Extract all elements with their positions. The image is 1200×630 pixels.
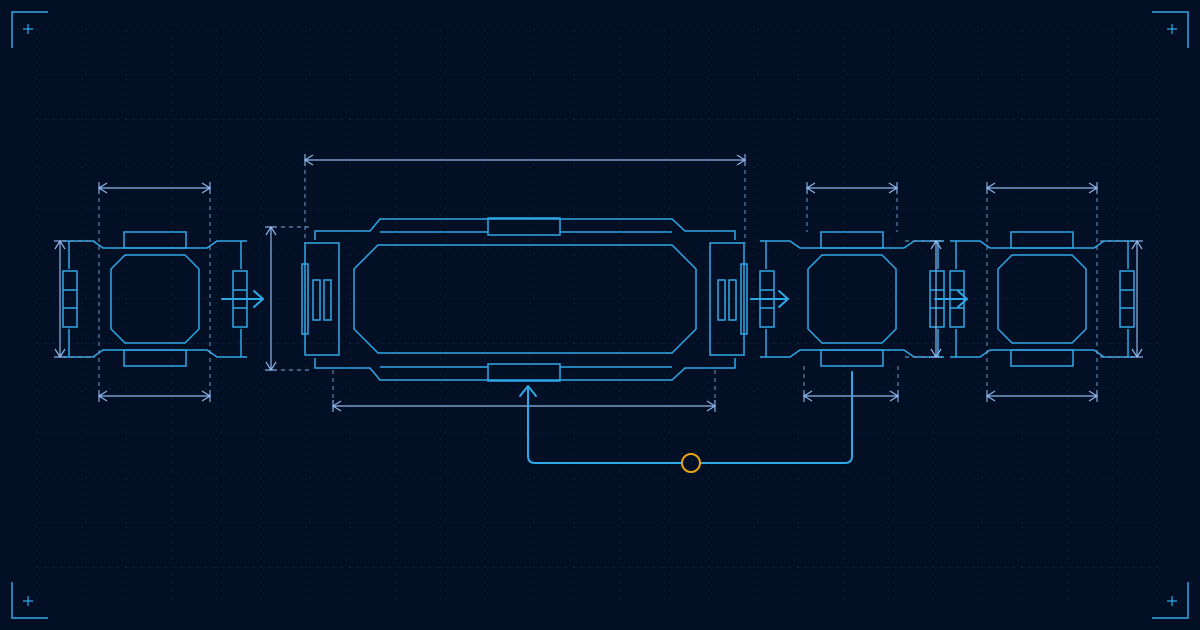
side-connector (62, 270, 78, 328)
bottom-connector (123, 349, 187, 367)
corner-bracket-icon (1152, 582, 1189, 619)
flow-layer (221, 290, 968, 473)
background-grid (36, 29, 1165, 600)
dimension-layer (54, 154, 1143, 412)
corner-frame (11, 11, 1189, 619)
bottom-connector (820, 349, 884, 367)
plus-icon (23, 596, 33, 606)
arrowhead-icon (253, 290, 264, 308)
outer-frame-rails (63, 240, 247, 358)
module-a (62, 231, 248, 367)
inner-capsule (353, 244, 697, 354)
ring-marker-icon (681, 453, 701, 473)
end-cap-frame (304, 242, 340, 356)
arrowhead-icon (957, 290, 968, 308)
corner-bracket-icon (11, 11, 48, 48)
modules-layer (62, 217, 1135, 382)
top-connector (123, 231, 187, 249)
outer-frame-sides (765, 241, 939, 357)
inner-octagon (997, 254, 1087, 344)
corner-bracket-icon (11, 582, 48, 619)
inner-octagon (110, 254, 200, 344)
top-connector (820, 231, 884, 249)
outer-frame-sides (955, 241, 1129, 357)
end-cap-slot (717, 279, 726, 321)
end-cap-edge (301, 263, 309, 335)
outer-frame-sides (68, 241, 242, 357)
top-connector (1010, 231, 1074, 249)
end-cap-slot (323, 279, 332, 321)
module-d (949, 231, 1135, 367)
top-connector (487, 217, 561, 236)
side-connector (1119, 270, 1135, 328)
end-cap-edge (740, 263, 748, 335)
plus-icon (1167, 596, 1177, 606)
outer-rails (314, 218, 736, 381)
end-cap-slot (728, 279, 737, 321)
arrowhead-icon (519, 385, 537, 397)
bottom-connector (1010, 349, 1074, 367)
inner-octagon (807, 254, 897, 344)
end-cap-frame (709, 242, 745, 356)
module-b (301, 217, 748, 382)
edge-c-to-b-feedback (527, 371, 853, 464)
bottom-connector (487, 363, 561, 382)
corner-bracket-icon (1152, 11, 1189, 48)
rail-inner-lines (380, 231, 672, 368)
outer-frame-rails (950, 240, 1134, 358)
arrowhead-icon (778, 290, 789, 308)
plus-icon (23, 24, 33, 34)
plus-icon (1167, 24, 1177, 34)
end-cap-slot (312, 279, 321, 321)
